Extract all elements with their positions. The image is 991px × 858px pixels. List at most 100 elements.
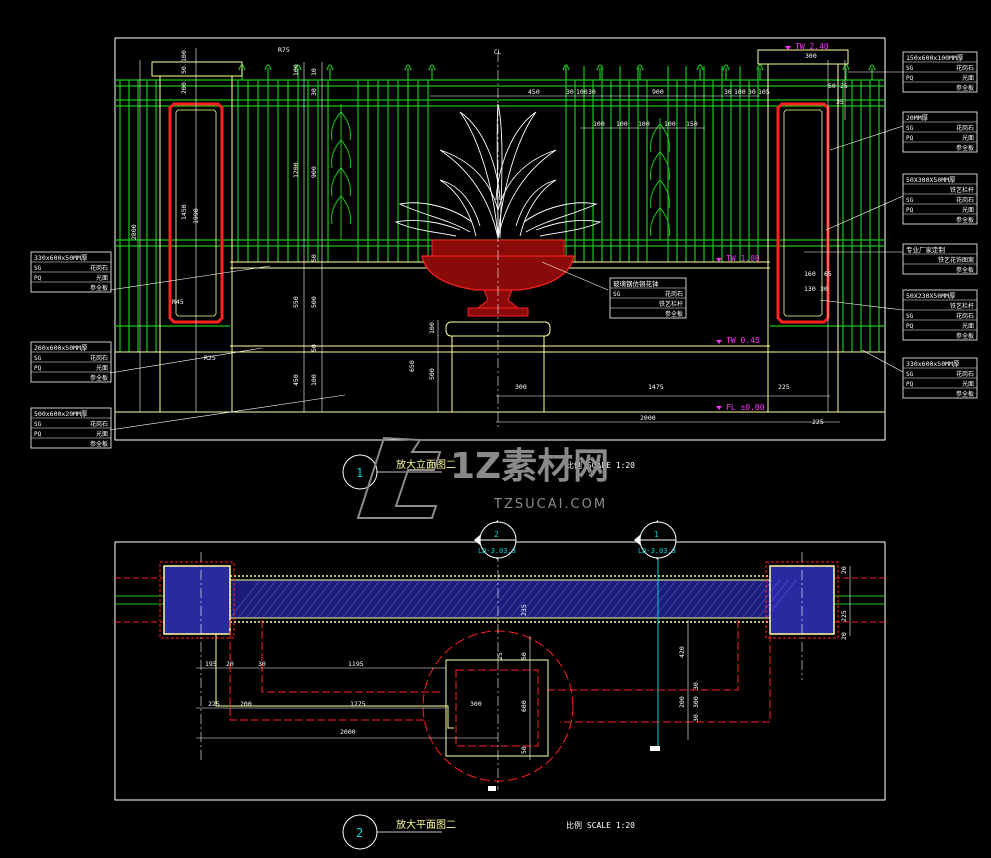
callout-code: SG xyxy=(906,371,914,378)
callout-desc: 参全板 xyxy=(956,266,974,274)
callout-desc: 花岗石 xyxy=(956,196,974,204)
watermark-logo-icon xyxy=(356,436,442,519)
dim-text: 105 xyxy=(758,88,770,96)
dim-text: 65 xyxy=(824,270,832,278)
dim-text: 420 xyxy=(678,646,686,658)
dim-text: 225 xyxy=(778,383,790,391)
dim-text: 2000 xyxy=(340,728,356,736)
dim-text: 1990 xyxy=(192,208,200,224)
dim-text: 500 xyxy=(428,368,436,380)
callout-desc: 花岗石 xyxy=(956,124,974,132)
callout-desc: 参全板 xyxy=(665,310,683,318)
callout-desc: 参全板 xyxy=(90,284,108,292)
section-marker-ref: LD-3.03.3 xyxy=(478,547,516,555)
callout-desc: 花岗石 xyxy=(956,370,974,378)
watermark-url: TZSUCAI.COM xyxy=(493,497,607,512)
callout-code: SG xyxy=(906,313,914,320)
plan-dimension-texts: 195 20 30 1195 225 200 1275 2000 300 50 … xyxy=(205,566,848,754)
drawing-tag-number: 2 xyxy=(356,826,363,840)
callout-code: SG xyxy=(906,65,914,72)
dim-text: 30 xyxy=(588,88,596,96)
callout-code: PQ xyxy=(34,365,42,372)
dim-text: 30 xyxy=(820,285,828,293)
section-marker[interactable]: 2 LD-3.03.3 xyxy=(474,520,517,560)
section-marker-number: 2 xyxy=(494,530,499,539)
dim-text: 30 xyxy=(566,88,574,96)
callout-code: SG xyxy=(613,291,621,298)
dim-text: 30 xyxy=(310,88,318,96)
level-tw-045: TW 0.45 xyxy=(726,336,760,345)
elevation-scale: 比例 SCALE 1:20 xyxy=(566,460,635,470)
dim-text: 50 xyxy=(520,652,528,660)
callout-desc: 参全板 xyxy=(956,216,974,224)
section-marker[interactable]: 1 LD-3.03.3 xyxy=(634,520,677,560)
dim-text: 1200 xyxy=(292,162,300,178)
callout-code: SG xyxy=(906,197,914,204)
dim-text: 25 xyxy=(840,82,848,90)
callout-code: SG xyxy=(906,125,914,132)
callout-title: 260x600x50MM厚 xyxy=(34,344,88,352)
callout-desc: 光面 xyxy=(96,364,108,372)
section-marker-ref: LD-3.03.3 xyxy=(638,547,676,555)
callout-title: 500x600x20MM厚 xyxy=(34,410,88,418)
callout-title: 50X230X50MM厚 xyxy=(906,292,956,300)
callout-title: 专业厂家定制 xyxy=(906,245,946,254)
dim-text: 1450 xyxy=(180,204,188,220)
dim-text: 225 xyxy=(840,610,848,622)
callout-code: PQ xyxy=(906,207,914,214)
dimension-texts: 450 30 100 30 900 30 100 30 105 100 100 … xyxy=(172,46,848,426)
dim-text: 30 xyxy=(748,88,756,96)
dim-text: 500 xyxy=(310,296,318,308)
level-marker: TW 2.40 xyxy=(785,42,829,51)
dim-text: 600 xyxy=(520,700,528,712)
level-marker: FL ±0.00 xyxy=(716,403,765,412)
callout-desc: 花岗石 xyxy=(90,420,108,428)
callout-code: PQ xyxy=(906,75,914,82)
drawing-tag-number: 1 xyxy=(356,466,363,480)
callout-desc: 光面 xyxy=(96,430,108,438)
dim-text: 20 xyxy=(226,660,234,668)
dim-text: R75 xyxy=(278,46,290,54)
plan-title: 放大平面图二 xyxy=(396,818,456,831)
left-pillar-panel xyxy=(168,102,224,324)
dim-text: 10 xyxy=(310,68,318,76)
callout-desc: 参全板 xyxy=(956,390,974,398)
section-marker-number: 1 xyxy=(654,530,659,539)
dim-text: 300 xyxy=(470,700,482,708)
dim-text: 225 xyxy=(208,700,220,708)
planter-foliage xyxy=(394,103,602,239)
cl-label: CL xyxy=(494,49,502,56)
dim-text: 100 xyxy=(292,64,300,76)
dim-text: 20 xyxy=(840,566,848,574)
plan-title-block: 2 放大平面图二 比例 SCALE 1:20 xyxy=(342,814,635,850)
dim-text: 130 xyxy=(804,285,816,293)
watermark-brand: 1Z素材网 xyxy=(450,446,609,487)
callout-desc: 花岗石 xyxy=(90,264,108,272)
right-pillar-shaft xyxy=(767,63,839,413)
dim-text: R45 xyxy=(172,298,184,306)
callout-desc: 光面 xyxy=(962,206,974,214)
callout-desc: 铁艺栏杆 xyxy=(659,300,683,308)
elevation-view: CL TW 2.40 TW 1.00 TW 0.45 FL ±0.00 xyxy=(30,37,978,449)
iron-railing xyxy=(115,64,885,352)
dim-text: 50 xyxy=(520,746,528,754)
dim-text: 195 xyxy=(205,660,217,668)
dim-text: 300 xyxy=(805,52,817,60)
level-fl-000: FL ±0.00 xyxy=(726,403,765,412)
dim-text: 50 xyxy=(310,254,318,262)
leader-lines xyxy=(109,71,904,431)
callout-desc: 光面 xyxy=(962,322,974,330)
callout-title: 150x600x100MM厚 xyxy=(906,54,964,62)
plan-wall xyxy=(229,579,771,619)
callout-desc: 参全板 xyxy=(956,144,974,152)
callout-code: SG xyxy=(34,265,42,272)
